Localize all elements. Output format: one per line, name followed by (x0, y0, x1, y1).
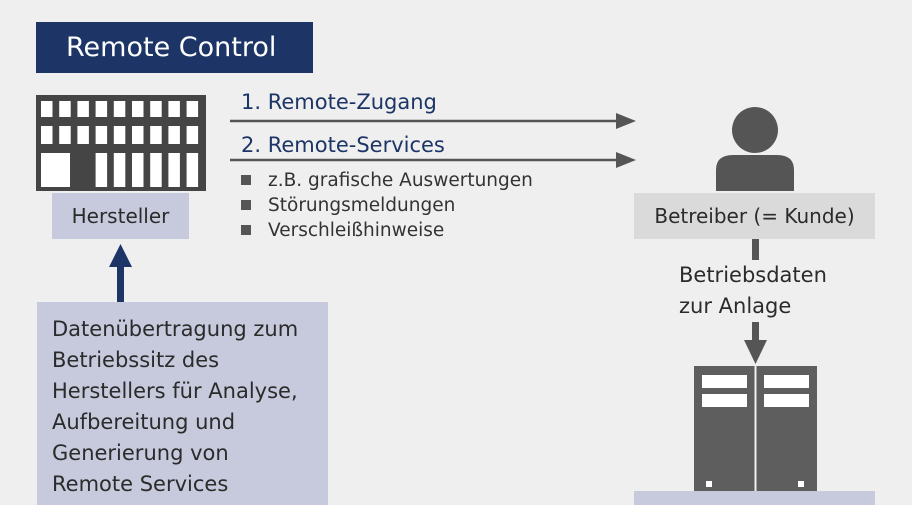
service-item-label: Verschleißhinweise (268, 220, 445, 241)
datenuebertragung-box: Datenübertragung zum Betriebssitz des He… (37, 302, 328, 505)
betriebsdaten-label: Betriebsdaten zur Anlage (676, 260, 830, 322)
transfer-line: Datenübertragung zum (52, 317, 299, 341)
transfer-line: Betriebssitz des (52, 348, 220, 372)
service-list-item: Verschleißhinweise (241, 218, 533, 243)
remote-services-arrowhead (616, 152, 636, 168)
bullet-square-icon (241, 225, 251, 235)
transfer-line: Generierung von (52, 441, 229, 465)
hersteller-box: Hersteller (52, 193, 189, 239)
remote-zugang-arrowhead (616, 113, 636, 129)
betreiber-box: Betreiber (= Kunde) (634, 193, 875, 239)
service-item-label: Störungsmeldungen (268, 195, 456, 216)
anlage-base-box (634, 491, 875, 505)
service-list-item: Störungsmeldungen (241, 193, 533, 218)
service-item-label: z.B. grafische Auswertungen (268, 170, 533, 191)
transfer-line: Remote Services (52, 472, 229, 496)
bullet-square-icon (241, 200, 251, 210)
upload-arrow (109, 244, 132, 303)
betriebsdaten-line: Betriebsdaten (679, 263, 827, 287)
bullet-square-icon (241, 175, 251, 185)
person-icon (716, 107, 794, 191)
transfer-line: Herstellers für Analyse, (52, 379, 298, 403)
diagram-title: Remote Control (36, 22, 313, 73)
service-list: z.B. grafische Auswertungen Störungsmeld… (241, 168, 533, 243)
remote-zugang-label: 1. Remote-Zugang (241, 90, 437, 114)
betriebsdaten-line: zur Anlage (679, 294, 792, 318)
service-list-item: z.B. grafische Auswertungen (241, 168, 533, 193)
transfer-line: Aufbereitung und (52, 410, 236, 434)
factory-building-icon (36, 95, 206, 191)
server-cabinet-icon (694, 366, 817, 491)
remote-services-label: 2. Remote-Services (241, 133, 445, 157)
